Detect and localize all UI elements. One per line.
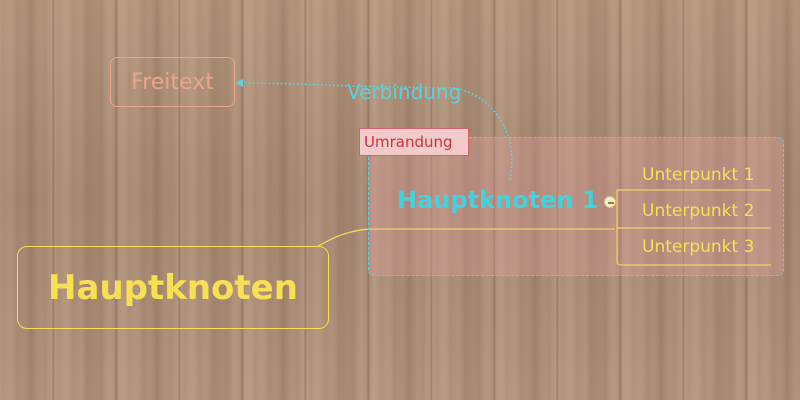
subtopic-1[interactable]: Unterpunkt 1 bbox=[642, 165, 755, 185]
central-topic-label: Hauptknoten bbox=[48, 267, 298, 308]
boundary-label[interactable]: Umrandung bbox=[359, 128, 469, 156]
subtopic-3[interactable]: Unterpunkt 3 bbox=[642, 237, 755, 257]
central-topic[interactable]: Hauptknoten bbox=[17, 246, 329, 329]
subtopic-2[interactable]: Unterpunkt 2 bbox=[642, 201, 755, 221]
free-text-node[interactable]: Freitext bbox=[110, 57, 235, 107]
boundary-area[interactable] bbox=[368, 137, 784, 276]
relationship-line[interactable] bbox=[235, 79, 513, 181]
subtopic-branch-lines bbox=[616, 189, 771, 266]
main-topic-1[interactable]: Hauptknoten 1 bbox=[397, 186, 599, 214]
free-text-label: Freitext bbox=[131, 69, 214, 95]
relationship-label[interactable]: Verbindung bbox=[347, 80, 462, 104]
central-to-main-connector bbox=[317, 228, 615, 247]
collapse-minus-icon[interactable] bbox=[604, 196, 616, 208]
